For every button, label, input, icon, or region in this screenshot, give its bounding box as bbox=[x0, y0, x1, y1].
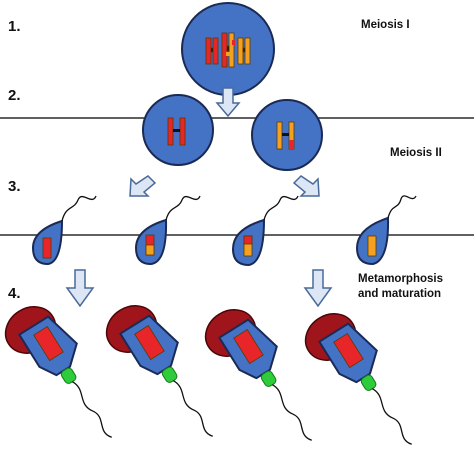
spermatid-4 bbox=[355, 195, 417, 266]
secondary-spermatocyte-left bbox=[142, 94, 214, 166]
step-number-3: 3. bbox=[8, 178, 21, 195]
spermatozoon-3 bbox=[204, 309, 312, 441]
step-number-1: 1. bbox=[8, 18, 21, 35]
label-metamorphosis: Metamorphosis bbox=[358, 273, 443, 285]
step-number-4: 4. bbox=[8, 285, 21, 302]
down-arrow-left-icon bbox=[65, 269, 95, 308]
label-meiosis-1: Meiosis I bbox=[361, 19, 410, 31]
spermatozoon-2 bbox=[105, 305, 213, 437]
spermatozoon-4 bbox=[304, 313, 412, 445]
down-arrow-icon bbox=[215, 87, 241, 118]
secondary-spermatocyte-right bbox=[251, 99, 323, 171]
spermatozoon-1 bbox=[4, 306, 112, 438]
diagonal-arrow-left-icon bbox=[129, 175, 157, 197]
step-number-2: 2. bbox=[8, 87, 21, 104]
spermatid-2 bbox=[134, 195, 201, 266]
spermatid-3 bbox=[231, 195, 299, 267]
label-maturation: and maturation bbox=[358, 288, 441, 300]
primary-spermatocyte bbox=[181, 2, 275, 96]
down-arrow-right-icon bbox=[303, 269, 333, 308]
label-meiosis-2: Meiosis II bbox=[390, 147, 442, 159]
spermatid-1 bbox=[31, 195, 97, 266]
diagonal-arrow-right-icon bbox=[292, 175, 320, 197]
